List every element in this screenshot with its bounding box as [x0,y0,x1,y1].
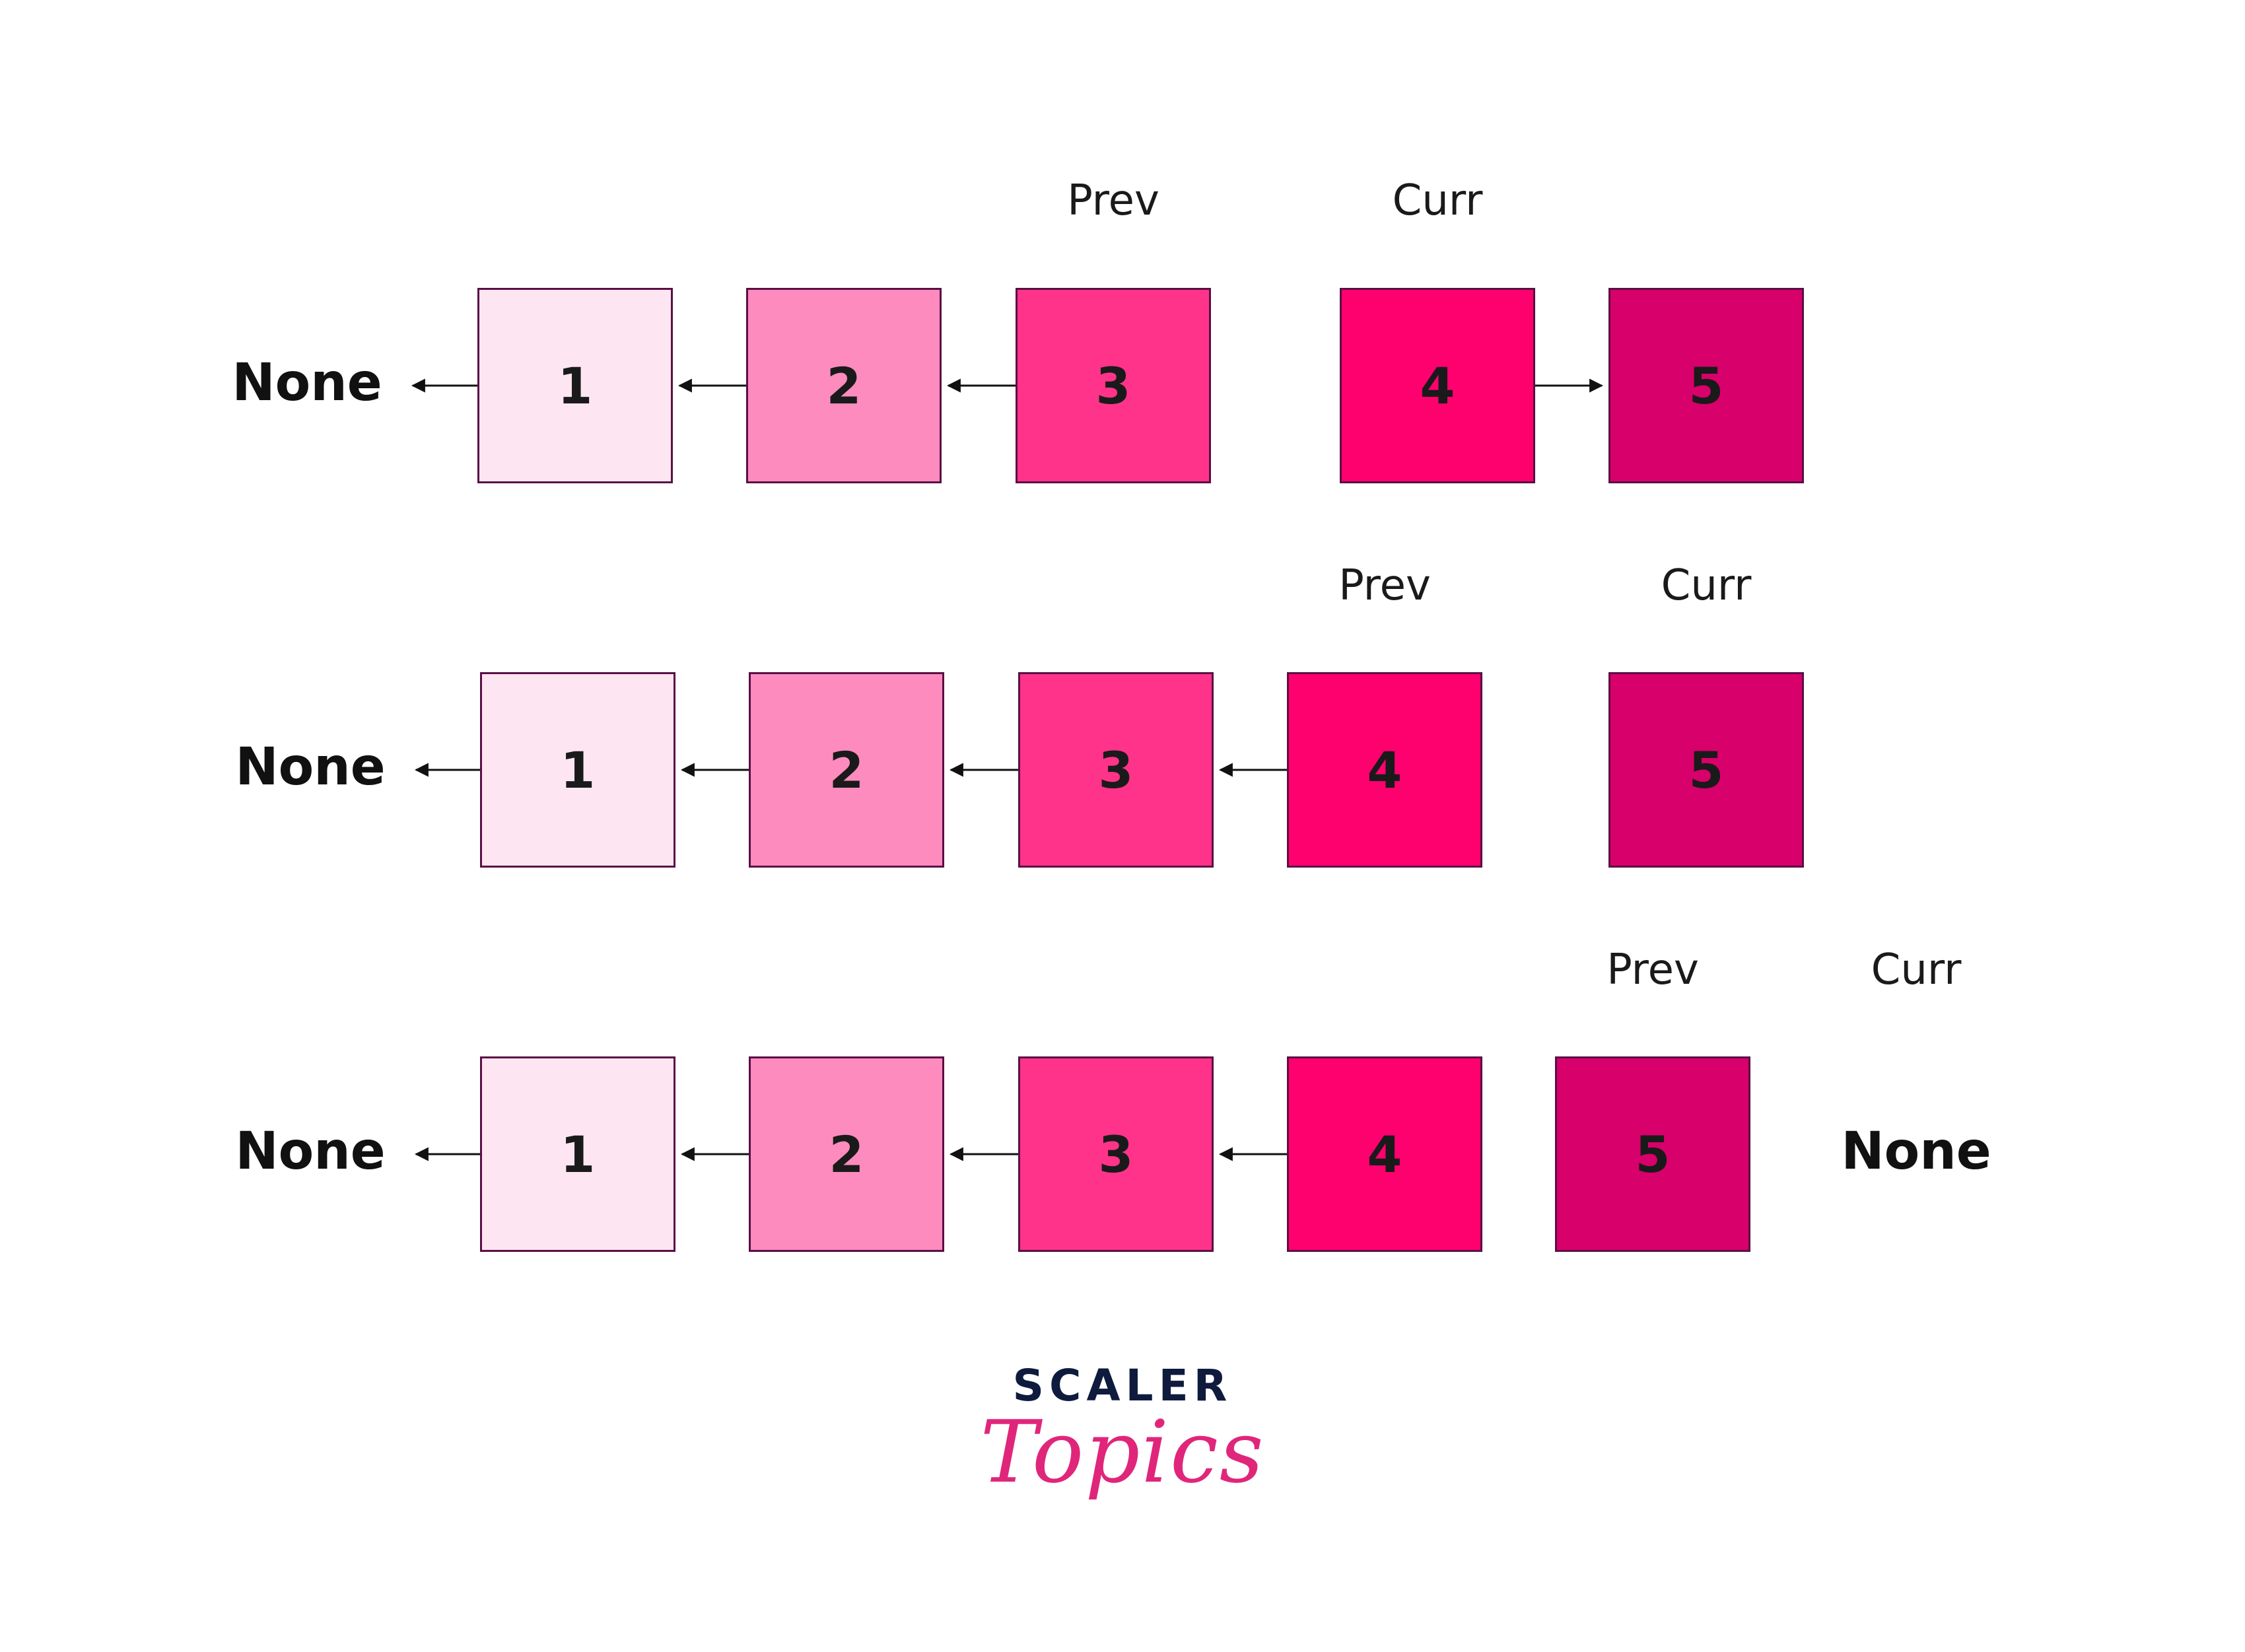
node-value: 3 [1098,1124,1134,1184]
list-node: 3 [1018,672,1214,868]
node-value: 5 [1635,1124,1671,1184]
curr-pointer-label: Curr [1392,176,1483,225]
list-node: 4 [1287,672,1482,868]
curr-pointer-label: Curr [1871,946,1962,994]
node-value: 1 [560,740,596,800]
none-label-left: None [232,353,382,413]
none-label-right: None [1841,1122,1991,1181]
node-value: 5 [1688,740,1724,800]
list-node: 4 [1287,1056,1482,1252]
node-value: 4 [1420,356,1455,415]
logo-scaler-text: SCALER [1012,1360,1233,1411]
list-node: 1 [477,288,673,483]
list-node: 3 [1016,288,1211,483]
list-node: 2 [749,1056,944,1252]
node-value: 5 [1688,356,1724,415]
list-node: 1 [480,1056,675,1252]
list-node: 3 [1018,1056,1214,1252]
logo-topics-text: Topics [980,1402,1265,1502]
curr-pointer-label: Curr [1661,561,1752,610]
prev-pointer-label: Prev [1067,176,1159,225]
node-value: 1 [560,1124,596,1184]
node-value: 2 [826,356,862,415]
none-label-left: None [235,738,386,797]
prev-pointer-label: Prev [1606,946,1699,994]
none-label-left: None [235,1122,386,1181]
list-node: 1 [480,672,675,868]
list-node: 2 [749,672,944,868]
scaler-topics-logo: SCALER Topics [938,1360,1307,1558]
node-value: 3 [1095,356,1131,415]
list-node: 2 [746,288,942,483]
node-value: 3 [1098,740,1134,800]
node-value: 2 [829,1124,864,1184]
node-value: 4 [1367,740,1402,800]
node-value: 1 [557,356,593,415]
node-value: 2 [829,740,864,800]
node-value: 4 [1367,1124,1402,1184]
list-node: 5 [1555,1056,1750,1252]
list-node: 5 [1608,672,1804,868]
list-node: 4 [1340,288,1535,483]
list-node: 5 [1608,288,1804,483]
prev-pointer-label: Prev [1338,561,1431,610]
